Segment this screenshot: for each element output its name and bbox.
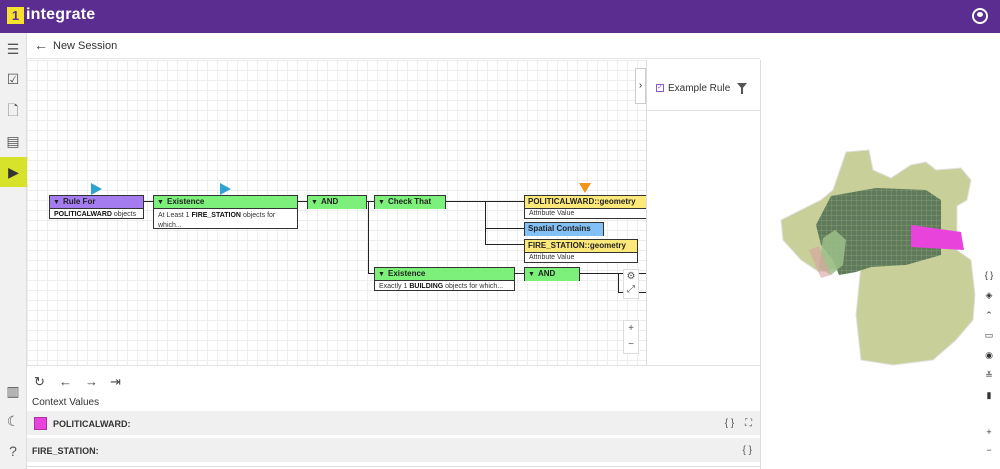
playback-controls: ↻ ← → ⇥	[27, 365, 760, 395]
chevron-down-icon[interactable]: ▼	[53, 199, 60, 206]
color-swatch	[34, 417, 47, 430]
connector	[485, 244, 524, 245]
map-zoom-out-button[interactable]: −	[986, 445, 992, 455]
focus-marker-icon	[579, 183, 591, 193]
context-row-politicalward[interactable]: POLITICALWARD: { } ⛶	[27, 411, 760, 436]
collapse-rule-panel-button[interactable]: ›	[635, 68, 646, 104]
node-check-that[interactable]: ▼Check That	[374, 195, 446, 209]
node-existence-fire-station[interactable]: ▼Existence At Least 1 FIRE_STATION objec…	[153, 195, 298, 229]
connector	[368, 201, 369, 274]
context-label: FIRE_STATION:	[32, 446, 99, 456]
ruler-icon[interactable]: ▭	[984, 330, 994, 340]
node-fire-station-geometry[interactable]: FIRE_STATION::geometry Attribute Value	[524, 239, 638, 263]
chevron-down-icon[interactable]: ▼	[157, 199, 164, 206]
report-chart-icon[interactable]: ▥	[6, 383, 20, 399]
locate-icon[interactable]: ◉	[985, 350, 993, 360]
connector	[618, 273, 619, 293]
session-header: ← New Session	[27, 33, 760, 59]
connector	[298, 201, 307, 202]
start-marker-icon	[220, 183, 231, 195]
zoom-out-button[interactable]: −	[628, 339, 634, 350]
map-dense-area	[816, 188, 941, 275]
rule-canvas[interactable]: ▼Rule For POLITICALWARD objects ▼Existen…	[27, 60, 646, 365]
logo-text: integrate	[26, 6, 96, 23]
session-title: New Session	[53, 40, 118, 52]
reset-icon[interactable]: ↻	[34, 374, 45, 389]
canvas-view-tools: ⚙ ⤢	[623, 269, 639, 299]
context-label: POLITICALWARD:	[53, 419, 131, 429]
connector	[485, 228, 524, 229]
node-rule-for[interactable]: ▼Rule For POLITICALWARD objects	[49, 195, 144, 219]
map-zoom-tools: + −	[982, 423, 996, 459]
task-list-icon[interactable]: ▤	[6, 133, 20, 149]
help-icon[interactable]: ?	[9, 443, 17, 459]
rule-checkbox-icon[interactable]: ✓	[656, 84, 664, 92]
map-canvas[interactable]	[761, 60, 1000, 469]
node-and-2[interactable]: ▼AND	[524, 267, 580, 281]
skip-to-end-icon[interactable]: ⇥	[110, 374, 121, 389]
zoom-to-icon[interactable]: ⛶	[745, 418, 752, 429]
chevron-down-icon[interactable]: ▼	[378, 271, 385, 278]
play-session-icon[interactable]: ▶	[0, 157, 27, 187]
left-sidebar: ☰ ☑ 🗋 ▤ ▶ ▥ ☾ ?	[0, 33, 27, 469]
rule-name[interactable]: Example Rule	[668, 83, 731, 94]
layers-icon[interactable]: ☰	[6, 41, 20, 57]
app-logo[interactable]: 1 integrate	[7, 6, 95, 24]
top-bar: 1 integrate	[0, 0, 1000, 33]
step-back-icon[interactable]: ←	[59, 374, 72, 389]
north-arrow-icon[interactable]: ⌃	[985, 310, 993, 320]
map-pane[interactable]: { } ◈ ⌃ ▭ ◉ ≚ ▮ + −	[760, 60, 1000, 469]
context-values-title: Context Values	[32, 397, 100, 408]
layers-icon[interactable]: ◈	[985, 290, 993, 300]
map-pink-area	[809, 246, 831, 278]
file-rule-icon[interactable]: 🗋	[7, 102, 19, 118]
step-forward-icon[interactable]: →	[85, 374, 98, 389]
map-zoom-in-button[interactable]: +	[986, 427, 992, 437]
json-braces-icon[interactable]: { }	[984, 270, 994, 280]
connector	[580, 273, 646, 274]
node-politicalward-geometry[interactable]: POLITICALWARD::geometry Attribute Value	[524, 195, 646, 219]
logo-mark: 1	[7, 6, 24, 24]
divider	[27, 466, 760, 467]
connector	[485, 201, 486, 245]
fit-screen-icon[interactable]: ⤢	[627, 284, 635, 295]
bookmark-icon[interactable]: ▮	[986, 390, 992, 400]
checklist-icon[interactable]: ☑	[6, 71, 20, 87]
json-braces-icon[interactable]: { }	[742, 445, 752, 456]
start-marker-icon	[91, 183, 102, 195]
settings-icon[interactable]: ⚙	[626, 271, 636, 282]
chevron-down-icon[interactable]: ▼	[528, 271, 535, 278]
node-spatial-contains[interactable]: Spatial Contains	[524, 222, 604, 236]
rule-panel: ✓ Example Rule	[646, 60, 760, 365]
chevron-down-icon[interactable]: ▼	[378, 199, 385, 206]
context-row-fire-station[interactable]: FIRE_STATION: { }	[27, 438, 760, 463]
node-existence-building[interactable]: ▼Existence Exactly 1 BUILDING objects fo…	[374, 267, 515, 291]
canvas-zoom-tools: + −	[623, 320, 639, 354]
zoom-in-button[interactable]: +	[628, 323, 634, 334]
back-arrow-icon[interactable]: ←	[34, 37, 48, 53]
user-circle-icon[interactable]	[972, 8, 988, 24]
json-braces-icon[interactable]: { }	[724, 418, 735, 429]
map-highlight-ward	[911, 225, 964, 250]
connector	[367, 201, 374, 202]
map-toolbar: { } ◈ ⌃ ▭ ◉ ≚ ▮	[982, 265, 996, 405]
dark-mode-icon[interactable]: ☾	[6, 413, 20, 429]
node-and[interactable]: ▼AND	[307, 195, 367, 209]
filter-icon[interactable]	[737, 83, 747, 94]
chevron-down-icon[interactable]: ▼	[311, 199, 318, 206]
elevation-icon[interactable]: ≚	[985, 370, 993, 380]
rule-panel-header: ✓ Example Rule	[647, 60, 760, 111]
connector	[368, 273, 374, 274]
connector	[144, 201, 153, 202]
connector	[515, 273, 524, 274]
